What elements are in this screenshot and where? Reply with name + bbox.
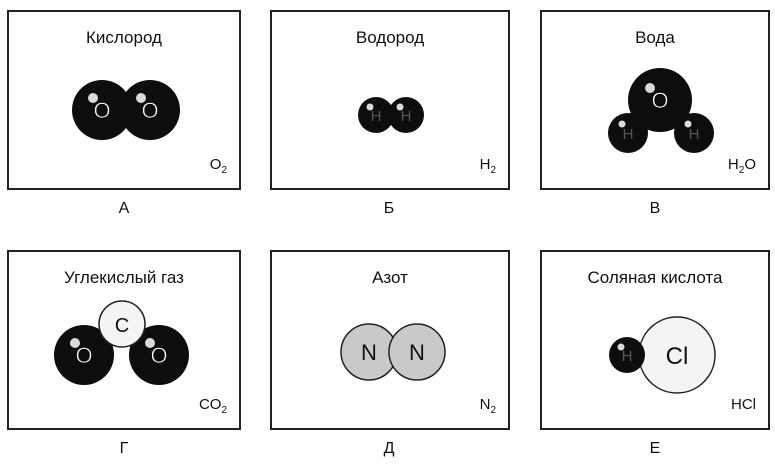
molecule-h2: H H: [358, 97, 424, 133]
panel-hydrogen: Водород H H H2: [270, 10, 510, 190]
atom-label: O: [150, 343, 167, 368]
atom-label: O: [141, 98, 158, 123]
formula: HCl: [731, 396, 756, 416]
atom-n: N: [388, 323, 446, 381]
formula-sub: 2: [490, 405, 496, 416]
atom-label: H: [371, 108, 382, 125]
panel-water: Вода O H H H2O: [540, 10, 770, 190]
atom-h: H: [609, 337, 645, 373]
formula-sub: 2: [221, 405, 227, 416]
atom-h: H: [608, 113, 648, 153]
formula-main: CO: [198, 396, 222, 413]
atom-h: H: [674, 113, 714, 153]
panel-letter: Д: [383, 440, 395, 457]
atom-label: C: [115, 315, 129, 337]
formula: H2O: [728, 156, 756, 176]
atom-c: C: [98, 300, 146, 348]
molecule-co2: O O C: [54, 300, 189, 385]
panel-carbon-dioxide: Углекислый газ O O C CO2: [7, 250, 241, 430]
formula-main: H: [479, 156, 491, 173]
atom-label: H: [622, 348, 633, 365]
panel-letter: Е: [649, 440, 661, 457]
formula-sub: 2: [738, 165, 745, 176]
panel-title: Соляная кислота: [587, 268, 723, 287]
panel-letter: А: [118, 200, 130, 217]
formula: H2: [480, 156, 496, 176]
atom-h: H: [388, 97, 424, 133]
panel-hydrochloric-acid: Соляная кислота Cl H HCl: [540, 250, 770, 430]
panel-title: Азот: [372, 268, 408, 287]
formula-main: H: [727, 156, 739, 173]
atom-h: H: [358, 97, 394, 133]
atom-o: O: [628, 68, 692, 132]
formula-tail: O: [744, 156, 756, 173]
atom-label: N: [409, 340, 425, 365]
formula-sub: 2: [490, 165, 496, 176]
panel-nitrogen: Азот N N N2: [270, 250, 510, 430]
atom-label: H: [689, 126, 700, 143]
atom-label: H: [401, 108, 412, 125]
formula-main: N: [479, 396, 491, 413]
atom-label: N: [361, 340, 377, 365]
panel-letter: В: [649, 200, 661, 217]
atom-o: O: [54, 325, 114, 385]
panel-letter: Б: [383, 200, 395, 217]
panel-title: Кислород: [86, 28, 162, 47]
molecule-o2: O O: [72, 80, 180, 140]
panel-title: Водород: [355, 28, 425, 47]
panel-title: Углекислый газ: [64, 268, 184, 287]
molecule-h2o: O H H: [608, 68, 714, 153]
formula-main: HCl: [731, 396, 756, 413]
atom-label: O: [651, 88, 668, 113]
panel-letter: Г: [119, 440, 129, 457]
atom-o: O: [129, 325, 189, 385]
panel-title: Вода: [635, 28, 675, 47]
panel-oxygen: Кислород O O O2: [7, 10, 241, 190]
formula-main: O: [209, 156, 222, 173]
formula: CO2: [199, 396, 227, 416]
atom-o: O: [120, 80, 180, 140]
molecule-n2: N N: [340, 323, 446, 381]
molecule-hcl: Cl H: [609, 316, 716, 394]
atom-label: O: [93, 98, 110, 123]
atom-cl: Cl: [638, 316, 716, 394]
atom-label: Cl: [666, 343, 689, 370]
atom-label: O: [75, 343, 92, 368]
formula: O2: [210, 156, 227, 176]
atom-label: H: [623, 126, 634, 143]
atom-o: O: [72, 80, 132, 140]
formula: N2: [480, 396, 496, 416]
formula-sub: 2: [221, 165, 227, 176]
